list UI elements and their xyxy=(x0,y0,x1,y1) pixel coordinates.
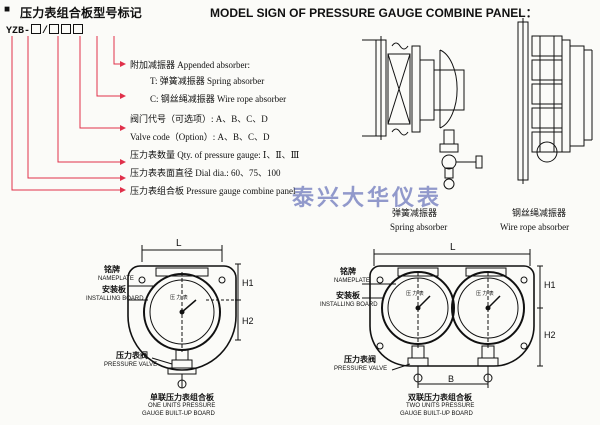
double-dim-B: B xyxy=(448,374,455,384)
double-caption-cn: 双联压力表组合板 xyxy=(408,393,472,402)
title-english: MODEL SIGN OF PRESSURE GAUGE COMBINE PAN… xyxy=(210,6,538,20)
double-caption-en1: TWO UNITS PRESSURE xyxy=(406,403,475,409)
code-box-1 xyxy=(31,24,42,34)
title-bullet: ■ xyxy=(4,4,11,15)
legend-spring-absorber: T: 弹簧减振器 Spring absorber xyxy=(150,76,265,86)
single-nameplate-cn: 铭牌 xyxy=(104,265,120,274)
single-dial-text: 压 力 表 xyxy=(170,295,188,301)
double-valve-cn: 压力表阀 xyxy=(344,355,376,364)
model-code-leaders xyxy=(11,36,122,191)
single-caption-en2: GAUGE BUILT-UP BOARD xyxy=(142,411,215,417)
spring-absorber-caption-cn: 弹簧减振器 xyxy=(392,208,438,218)
single-caption-cn: 单联压力表组合板 xyxy=(150,393,214,402)
double-panel-drawing xyxy=(362,249,543,388)
double-nameplate-en: NAMEPLATE xyxy=(334,278,370,284)
legend-appended-absorber: 附加减振器 Appended absorber: xyxy=(130,60,250,70)
double-dim-H1: H1 xyxy=(544,280,556,290)
double-dim-L: L xyxy=(450,242,456,253)
legend-combine-panel: 压力表组合板 Pressure gauge combine panel xyxy=(130,186,296,196)
legend-dial-dia: 压力表表面直径 Dial dia.: 60、75、100 xyxy=(130,168,281,178)
watermark-text: 泰兴大华仪表 xyxy=(292,186,443,211)
spring-absorber-caption-en: Spring absorber xyxy=(390,222,448,232)
legend-wire-rope-absorber: C: 钢丝绳减振器 Wire rope absorber xyxy=(150,94,287,104)
single-dim-H2: H2 xyxy=(242,316,254,326)
double-board-cn: 安装板 xyxy=(336,291,360,300)
double-dial-text-left: 压 力 表 xyxy=(406,291,424,297)
model-code-prefix: YZB- xyxy=(6,26,31,37)
single-board-en: INSTALLING BOARD xyxy=(86,296,144,302)
single-caption-en1: ONE UNITS PRESSURE xyxy=(148,403,216,409)
spring-absorber-drawing xyxy=(362,36,483,190)
single-valve-cn: 压力表阀 xyxy=(116,351,148,360)
double-nameplate-cn: 铭牌 xyxy=(340,267,356,276)
double-board-en: INSTALLING BOARD xyxy=(320,302,378,308)
model-code: YZB- / xyxy=(6,24,84,37)
single-dim-H1: H1 xyxy=(242,278,254,288)
double-dim-H2: H2 xyxy=(544,330,556,340)
wire-rope-absorber-drawing xyxy=(517,18,593,184)
single-board-cn: 安装板 xyxy=(102,285,126,294)
single-nameplate-en: NAMEPLATE xyxy=(98,276,134,282)
single-panel-drawing xyxy=(127,245,241,389)
code-box-4 xyxy=(73,24,84,34)
double-caption-en2: GAUGE BUILT-UP BOARD xyxy=(400,411,473,417)
wire-absorber-caption-cn: 钢丝绳减振器 xyxy=(512,208,567,218)
wire-absorber-caption-en: Wire rope absorber xyxy=(500,222,570,232)
title-chinese: 压力表组合板型号标记 xyxy=(20,6,143,20)
double-valve-en: PRESSURE VALVE xyxy=(334,366,388,372)
code-box-3 xyxy=(61,24,72,34)
legend-valve-code-en: Valve code（Option）: A、B、C、D xyxy=(130,132,270,142)
single-valve-en: PRESSURE VALVE xyxy=(104,362,158,368)
single-dim-L: L xyxy=(176,238,182,249)
legend-valve-code-cn: 阀门代号（可选项）: A、B、C、D xyxy=(130,114,268,124)
leader-arrowheads xyxy=(120,61,126,193)
model-code-separator: / xyxy=(42,26,49,37)
double-dial-text-right: 压 力 表 xyxy=(476,291,494,297)
legend-gauge-qty: 压力表数量 Qty. of pressure gauge: Ⅰ、Ⅱ、Ⅲ xyxy=(130,150,300,160)
code-box-2 xyxy=(49,24,60,34)
